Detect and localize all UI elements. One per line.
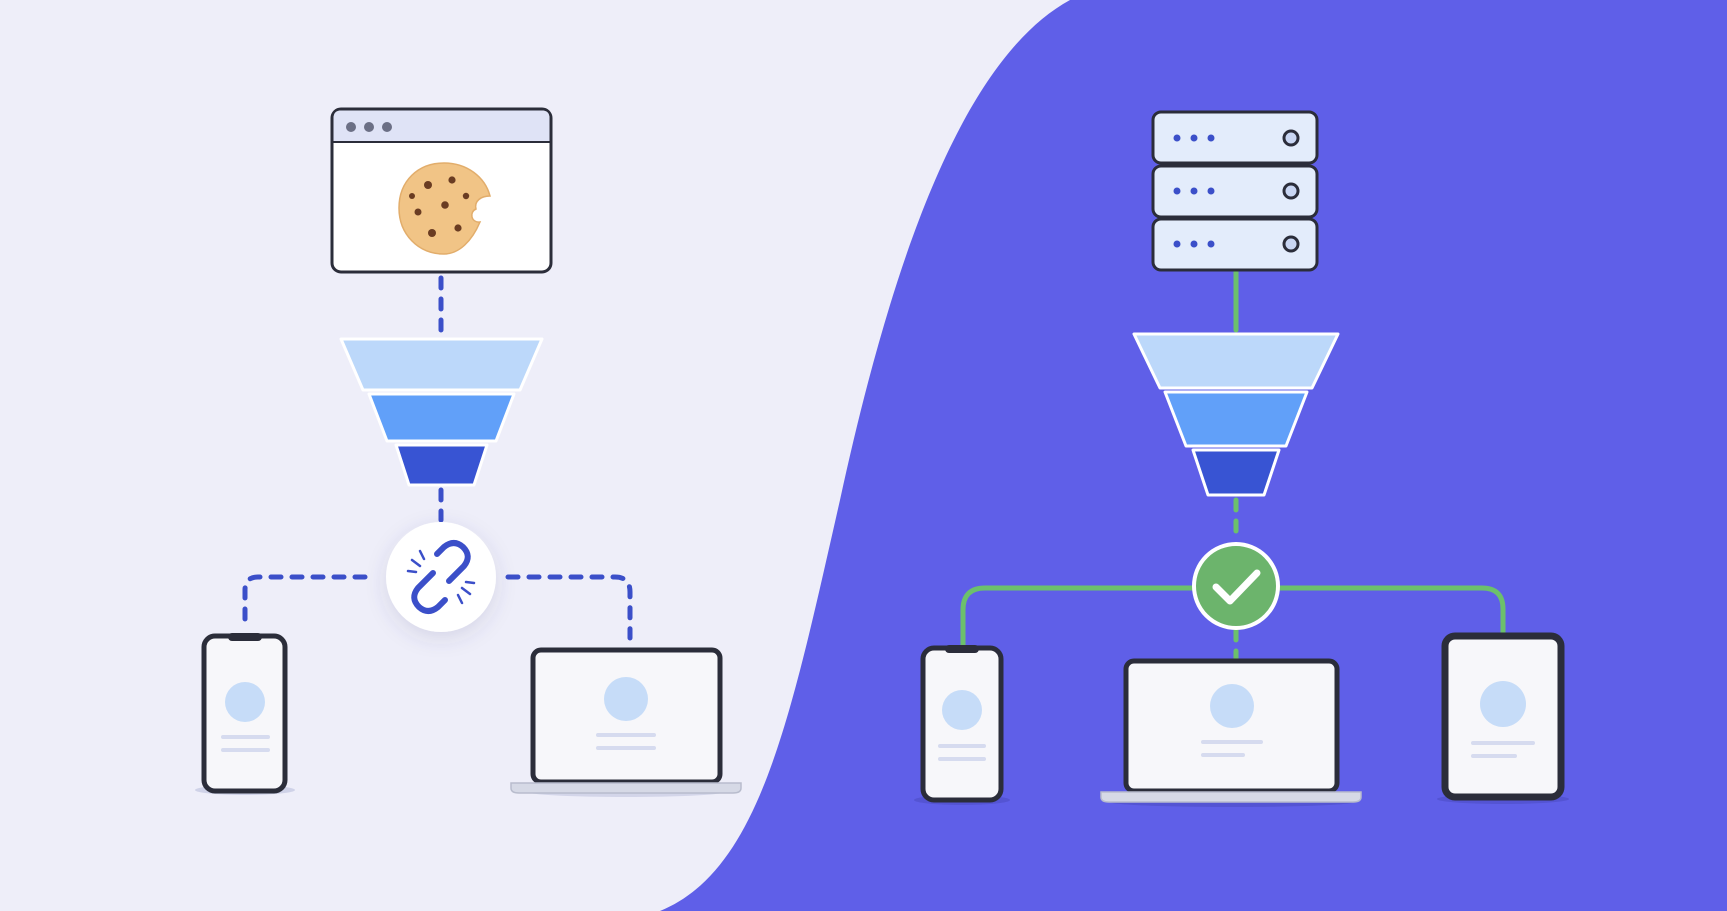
funnel-bottom-tier (1191, 448, 1281, 497)
left-laptop-icon (510, 647, 742, 797)
funnel-top-tier (1132, 332, 1340, 390)
connector-link-to-phone (242, 574, 368, 633)
broken-link-icon (386, 522, 496, 632)
left-smartphone-icon (195, 633, 295, 795)
right-laptop-icon (1100, 658, 1362, 807)
right-funnel-icon (1132, 332, 1340, 497)
cookie-icon (398, 162, 491, 255)
funnel-middle-tier (367, 392, 516, 443)
check-icon (1192, 542, 1280, 630)
right-panel (914, 110, 1569, 807)
connector-check-to-tablet (1273, 585, 1506, 637)
server-stack-icon (1151, 110, 1319, 272)
right-solid-connectors (960, 269, 1506, 648)
funnel-top-tier (339, 337, 544, 392)
server-unit (1151, 110, 1319, 165)
funnel-middle-tier (1163, 390, 1309, 448)
right-tablet-icon (1437, 632, 1569, 804)
funnel-bottom-tier (394, 443, 489, 487)
browser-cookie-icon (330, 107, 553, 274)
server-unit (1151, 217, 1319, 272)
connector-link-to-laptop (505, 574, 633, 641)
connector-check-to-phone (960, 585, 1199, 648)
server-unit (1151, 164, 1319, 219)
right-smartphone-icon (914, 645, 1010, 805)
left-dashed-connectors (242, 275, 633, 641)
left-panel (195, 107, 742, 797)
left-funnel-icon (339, 337, 544, 487)
